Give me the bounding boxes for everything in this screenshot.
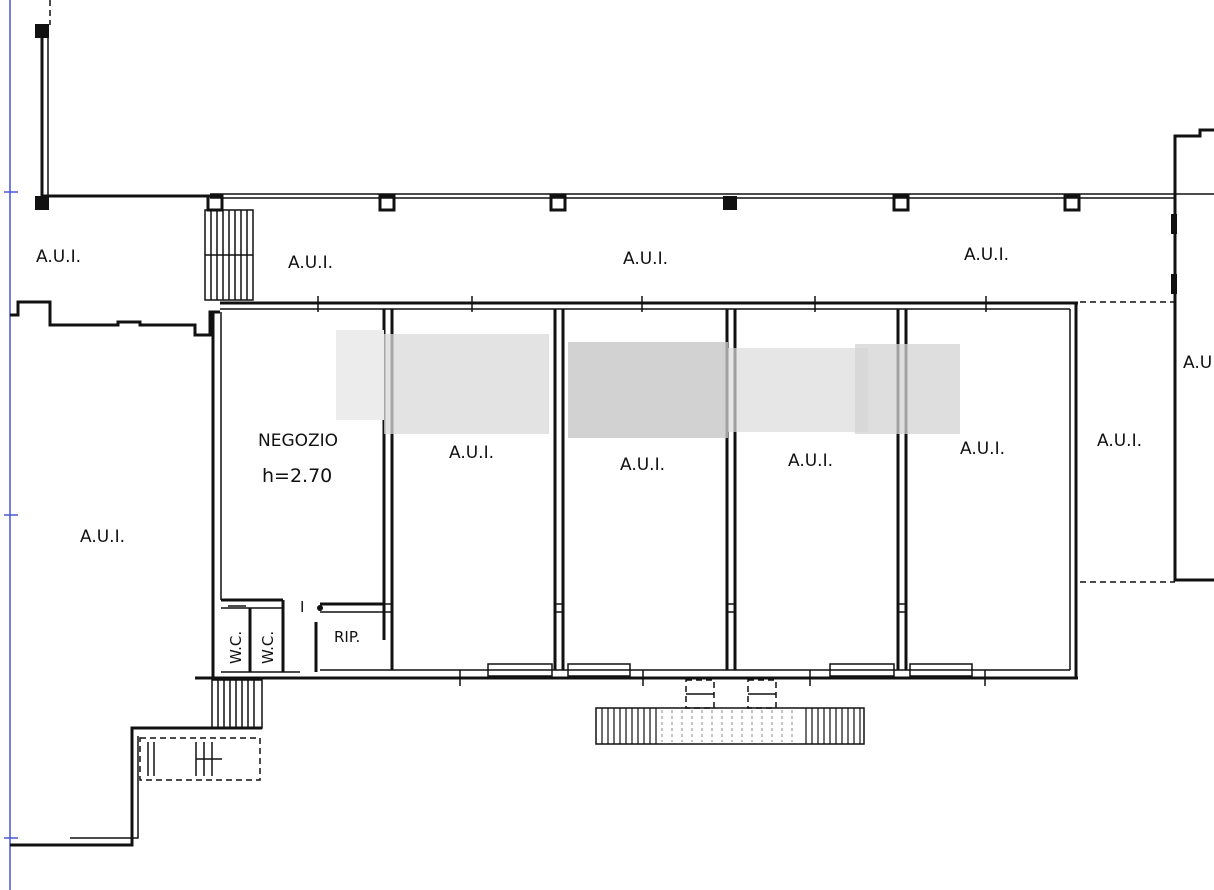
label-wc-1: W.C. [227, 631, 245, 664]
column-marker [35, 196, 49, 210]
column-marker [35, 24, 49, 38]
upper-staircase [204, 209, 254, 301]
label-aui-unit-4: A.U.I. [960, 439, 1005, 459]
partition [553, 309, 565, 670]
porch-beam [42, 193, 1214, 212]
service-rooms [221, 598, 384, 673]
label-height: h=2.70 [262, 465, 332, 487]
bottom-openings [459, 663, 986, 686]
label-aui-right-cut: A.U [1183, 353, 1212, 373]
label-aui-porch-2: A.U.I. [623, 249, 668, 269]
porch-column [723, 196, 737, 210]
label-aui-unit-1: A.U.I. [449, 443, 494, 463]
lower-left-staircase [10, 679, 263, 847]
reference-grid [4, 0, 18, 890]
label-wc-2: W.C. [259, 631, 277, 664]
label-rip: RIP. [334, 628, 360, 646]
label-aui-right-area: A.U.I. [1097, 431, 1142, 451]
porch-column [378, 194, 396, 212]
right-building [1080, 128, 1214, 583]
room-labels: A.U.I. A.U.I. A.U.I. A.U.I. A.U A.U.I. N… [36, 245, 1212, 664]
label-aui-porch-1: A.U.I. [288, 253, 333, 273]
label-negozio: NEGOZIO [258, 431, 338, 451]
porch-column [1063, 194, 1081, 212]
redacted-area [336, 330, 960, 438]
label-door-mark: I [300, 598, 304, 616]
central-staircase [595, 679, 865, 745]
label-aui-porch-left: A.U.I. [36, 247, 81, 267]
label-aui-unit-3: A.U.I. [788, 451, 833, 471]
label-aui-porch-3: A.U.I. [964, 245, 1009, 265]
porch-column [892, 194, 910, 212]
porch-column [549, 194, 567, 212]
left-boundary [10, 300, 220, 337]
main-building-walls [195, 296, 1078, 680]
label-aui-left-area: A.U.I. [80, 527, 125, 547]
top-left-structure [35, 0, 51, 210]
label-aui-unit-2: A.U.I. [620, 455, 665, 475]
